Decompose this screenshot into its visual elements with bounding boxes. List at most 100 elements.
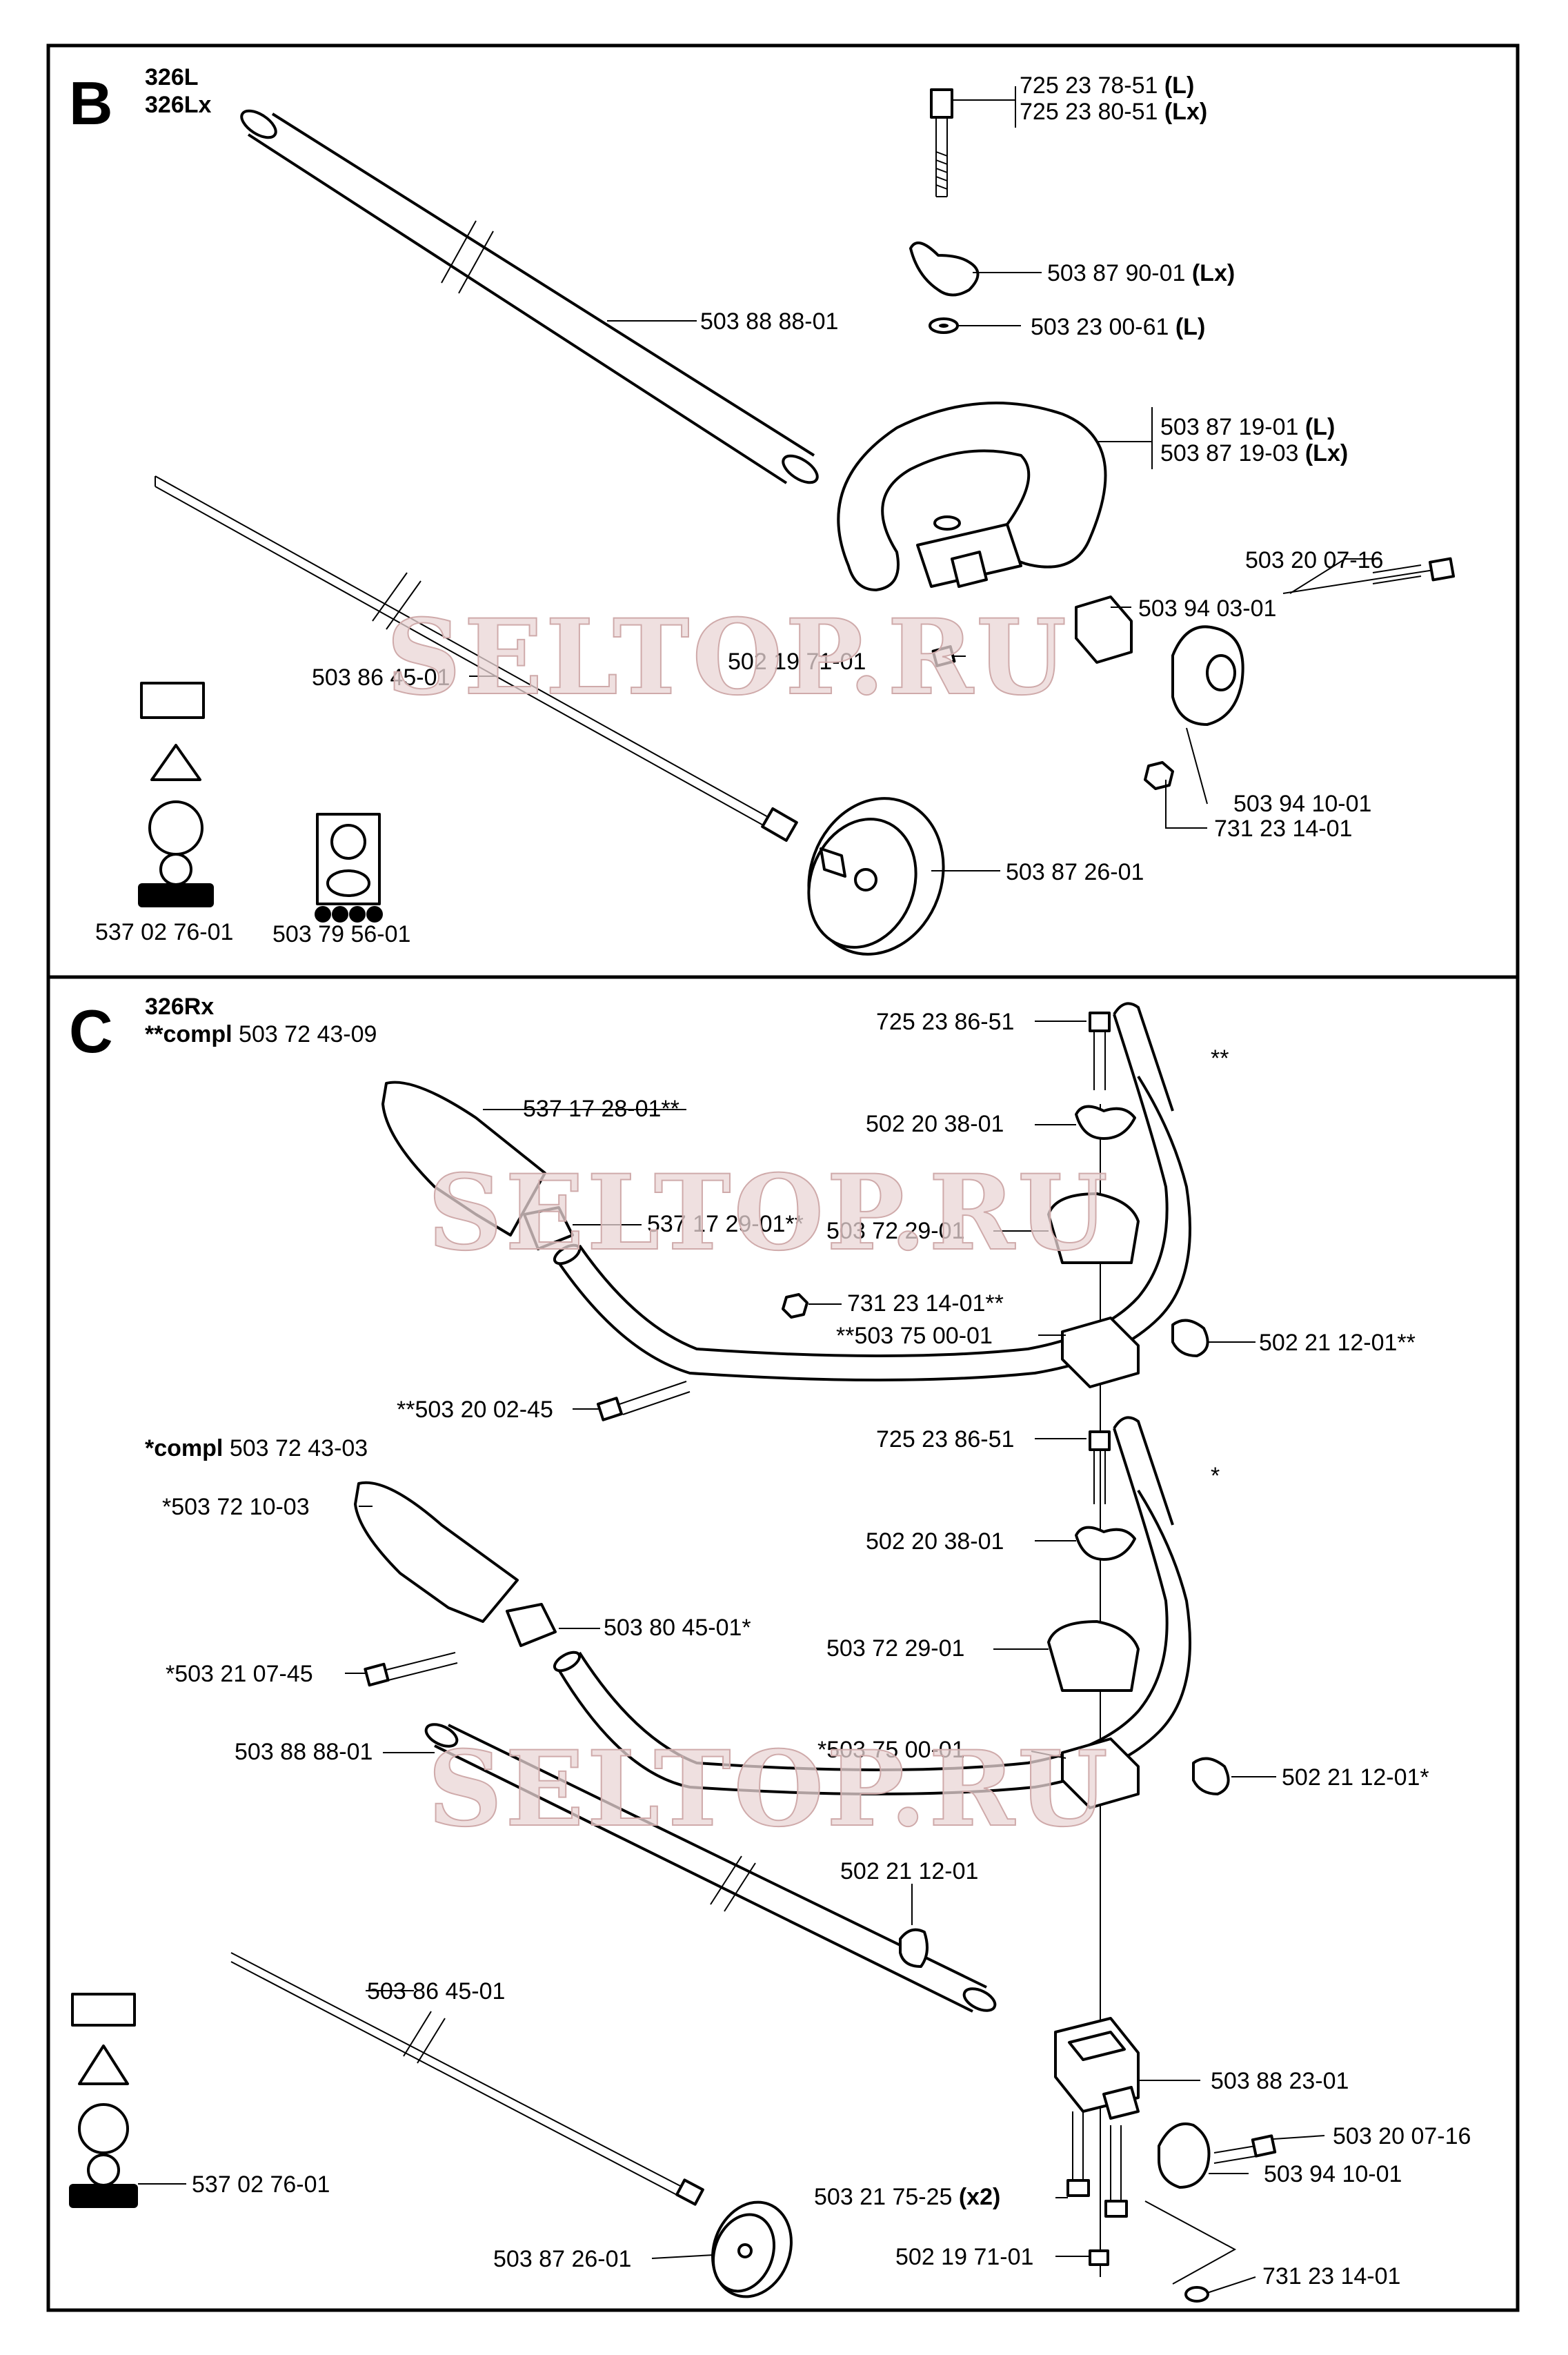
grip-a-part	[381, 1081, 546, 1236]
decal-537-icon	[138, 682, 214, 907]
label-drum: 503 87 26-01	[1006, 859, 1144, 885]
drum-part	[807, 797, 945, 956]
section-c-frame	[46, 975, 1520, 2312]
label-decal-2: 503 79 56-01	[272, 921, 410, 947]
label-tube: 503 88 88-01	[700, 308, 838, 335]
mark-single-star: *	[1211, 1463, 1220, 1489]
decal-c-icon	[69, 1993, 138, 2208]
clip-a-part	[523, 1206, 574, 1250]
shaft-c-part	[230, 1952, 704, 2206]
decal-503-icon	[315, 813, 383, 923]
label-c-knob2-a: 502 21 12-01**	[1259, 1330, 1416, 1356]
knob-b-part	[1075, 1526, 1136, 1561]
label-c-screw-c: 503 20 07-16	[1333, 2123, 1471, 2149]
wing-knob-part	[909, 242, 980, 297]
section-b-model-1: 326L	[145, 64, 199, 90]
label-bracket: 503 94 10-01	[1233, 791, 1371, 817]
label-screw: 503 20 07-16	[1245, 547, 1383, 573]
label-c-bolt-b: 725 23 86-51	[876, 1426, 1014, 1452]
bolt-b-part	[1089, 1430, 1111, 1451]
knob2-b-part	[1192, 1757, 1230, 1795]
label-c-knob3: 502 21 12-01	[840, 1858, 978, 1884]
label-c-knob2-b: 502 21 12-01*	[1282, 1764, 1429, 1791]
label-washer: 503 23 00-61 (L)	[1031, 314, 1205, 340]
label-c-clamp-b: 503 72 29-01	[826, 1635, 964, 1662]
section-c-compl-1: **compl 503 72 43-09	[145, 1021, 377, 1047]
label-knob: 503 87 90-01 (Lx)	[1047, 260, 1235, 286]
label-c-screw-a: **503 20 02-45	[397, 1397, 553, 1423]
label-c-screw-b: *503 21 07-45	[166, 1661, 313, 1687]
label-c-block-a: **503 75 00-01	[836, 1323, 993, 1349]
section-c-leaders	[138, 1021, 1325, 2294]
label-clamp-block: 503 94 03-01	[1138, 595, 1276, 622]
label-c-clip-a: 537 17 29-01**	[647, 1211, 804, 1237]
nut-c-part	[1184, 2286, 1209, 2303]
watermark-3: SELTOP.RU	[428, 1728, 1111, 1850]
loop-handle-part	[837, 402, 1107, 591]
screw-b-part	[364, 1652, 458, 1687]
clip-b-part	[506, 1603, 557, 1647]
section-b-letter: B	[69, 69, 113, 137]
bolt-a-part	[1089, 1012, 1111, 1032]
knob3-part	[899, 1928, 929, 1968]
drive-shaft-part	[155, 475, 798, 842]
section-b-leaders	[469, 86, 1380, 871]
section-c-model: 326Rx	[145, 994, 214, 1020]
label-bolt-l: 725 23 78-51 (L)	[1020, 72, 1194, 99]
clamp-block-part	[1075, 595, 1133, 664]
label-c-tube: 503 88 88-01	[235, 1739, 373, 1765]
label-c-holder: 503 88 23-01	[1211, 2068, 1349, 2094]
section-c-letter: C	[69, 997, 113, 1065]
knob2-a-part	[1171, 1319, 1209, 1357]
watermark-2: SELTOP.RU	[428, 1152, 1111, 1274]
screw-part	[1282, 557, 1456, 594]
clamp-b-part	[1047, 1620, 1140, 1692]
watermark-1: SELTOP.RU	[386, 597, 1069, 718]
nut-a-part	[782, 1293, 808, 1319]
section-c-drawing	[69, 1002, 1277, 2303]
block-b-part	[1061, 1737, 1140, 1809]
square-nut-part	[931, 645, 956, 667]
label-c-decal: 537 02 76-01	[192, 2171, 330, 2198]
label-c-bracket: 503 94 10-01	[1264, 2161, 1402, 2187]
drum-c-part	[711, 2200, 793, 2298]
sq-nut-c-part	[1089, 2249, 1109, 2266]
knob-a-part	[1075, 1105, 1136, 1140]
holder-part	[1054, 2017, 1140, 2120]
label-c-grip-a: 537 17 28-01**	[523, 1096, 679, 1122]
label-c-clamp-a: 503 72 29-01	[826, 1218, 964, 1244]
label-nut: 731 23 14-01	[1214, 816, 1352, 842]
hex-nut-part	[1144, 761, 1174, 790]
label-handle-l: 503 87 19-01 (L)	[1160, 414, 1335, 440]
label-square-nut: 502 19 71-01	[728, 649, 866, 675]
label-shaft: 503 86 45-01	[312, 664, 450, 691]
section-b-model-2: 326Lx	[145, 92, 211, 118]
block-a-part	[1061, 1317, 1140, 1388]
label-decal-1: 537 02 76-01	[95, 919, 233, 945]
screws-x2-part	[1066, 2111, 1128, 2218]
mark-double-star: **	[1211, 1045, 1229, 1072]
label-c-nut-a: 731 23 14-01**	[847, 1290, 1004, 1317]
label-c-sq-nut: 502 19 71-01	[895, 2244, 1033, 2270]
label-c-clip-b: 503 80 45-01*	[604, 1615, 751, 1641]
label-c-drum: 503 87 26-01	[493, 2246, 631, 2272]
bolt-part	[930, 88, 953, 197]
bracket-c-part	[1158, 2122, 1211, 2189]
label-c-screws-x2: 503 21 75-25 (x2)	[814, 2184, 1000, 2210]
label-c-block-b: *503 75 00-01	[817, 1737, 965, 1763]
screw-a-part	[596, 1381, 691, 1421]
clamp-a-part	[1047, 1192, 1140, 1264]
label-c-knob-b: 502 20 38-01	[866, 1528, 1004, 1555]
section-b-drawing	[138, 88, 1456, 956]
label-handle-lx: 503 87 19-03 (Lx)	[1160, 440, 1348, 466]
tube-c-part	[424, 1723, 997, 2013]
label-bolt-lx: 725 23 80-51 (Lx)	[1020, 99, 1207, 125]
label-c-shaft: 503 86 45-01	[367, 1978, 505, 2004]
label-c-nut-c: 731 23 14-01	[1262, 2263, 1400, 2289]
label-c-knob-a: 502 20 38-01	[866, 1111, 1004, 1137]
screw-c-part	[1213, 2134, 1277, 2164]
tube-part	[240, 109, 819, 484]
section-c-compl-2: *compl 503 72 43-03	[145, 1435, 368, 1461]
label-c-bolt-a: 725 23 86-51	[876, 1009, 1014, 1035]
label-c-grip-b: *503 72 10-03	[162, 1494, 310, 1520]
